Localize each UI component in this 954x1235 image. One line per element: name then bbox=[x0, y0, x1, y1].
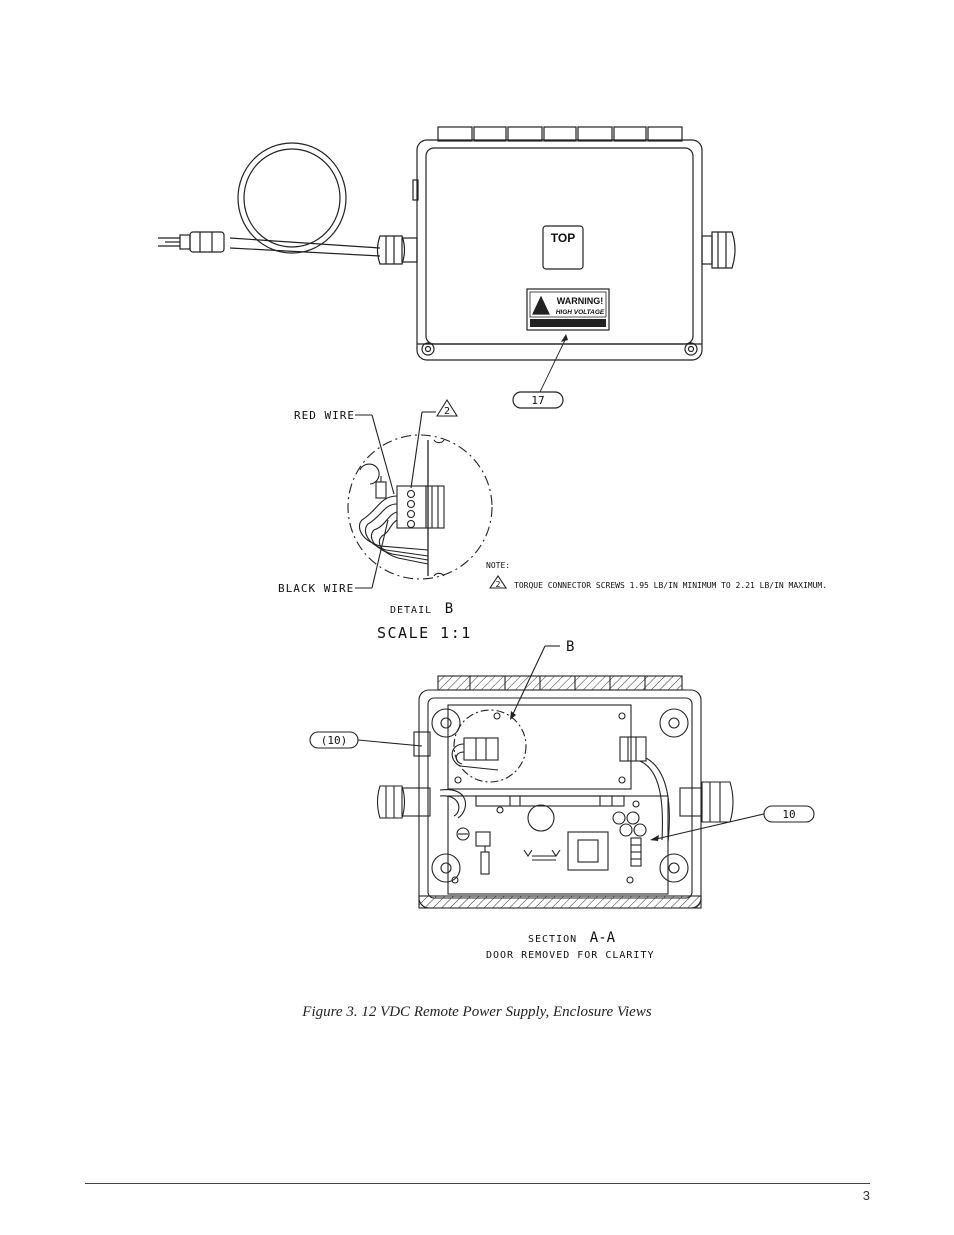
note-flag: 2 bbox=[496, 580, 501, 589]
section-enclosure bbox=[418, 689, 702, 909]
right-cable-gland bbox=[701, 231, 736, 269]
upper-circuit-board bbox=[447, 704, 632, 790]
callout-17-balloon bbox=[512, 391, 564, 409]
power-cord-coil bbox=[237, 142, 347, 254]
power-plug bbox=[158, 231, 225, 253]
top-label: TOP bbox=[551, 231, 575, 245]
section-title: SECTION A-A bbox=[528, 927, 616, 946]
detail-b-view bbox=[347, 398, 508, 589]
warning-label bbox=[526, 288, 610, 331]
top-label-box bbox=[542, 225, 584, 270]
callout-10-ref: (10) bbox=[321, 734, 348, 747]
enclosure-top-tabs bbox=[437, 126, 683, 142]
callout-10: 10 bbox=[782, 808, 795, 821]
section-detail-ref: B bbox=[566, 639, 574, 655]
transformer bbox=[567, 831, 609, 871]
detail-terminal-block bbox=[396, 485, 445, 529]
section-view bbox=[309, 645, 815, 909]
page-number: 3 bbox=[862, 1188, 870, 1203]
top-view bbox=[158, 126, 736, 409]
note-text: TORQUE CONNECTOR SCREWS 1.95 LB/IN MINIM… bbox=[514, 581, 827, 590]
left-cable-gland bbox=[376, 235, 418, 265]
detail-b-scale: SCALE 1:1 bbox=[377, 624, 472, 642]
black-wire-label: BLACK WIRE bbox=[278, 582, 354, 595]
note-heading: NOTE: bbox=[486, 561, 510, 570]
footer-rule bbox=[85, 1183, 870, 1184]
figure-caption: Figure 3. 12 VDC Remote Power Supply, En… bbox=[302, 1004, 652, 1020]
section-subtitle: DOOR REMOVED FOR CLARITY bbox=[486, 950, 655, 961]
detail-note-flag: 2 bbox=[444, 406, 450, 417]
detail-b-title: DETAIL B bbox=[390, 598, 453, 617]
callout-17: 17 bbox=[531, 394, 544, 407]
warning-subtitle: HIGH VOLTAGE bbox=[556, 309, 605, 316]
warning-title: WARNING! bbox=[557, 296, 604, 306]
red-wire-label: RED WIRE bbox=[294, 409, 355, 422]
